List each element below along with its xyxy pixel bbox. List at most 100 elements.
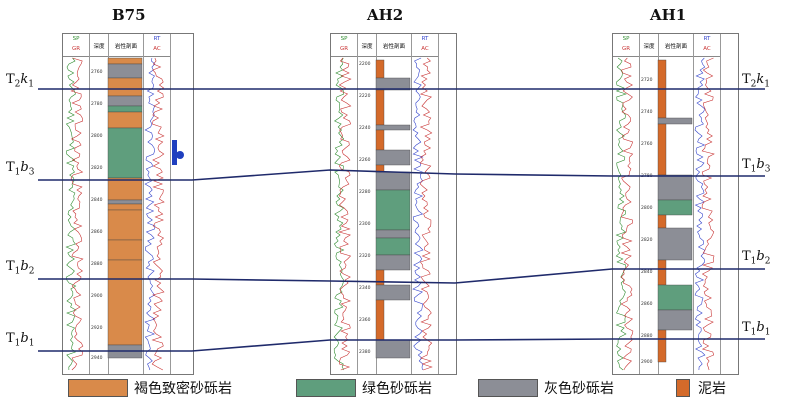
lithology-bed [107, 95, 143, 107]
lithology-bed [375, 189, 411, 231]
lithology-bed [107, 63, 143, 79]
horizon-label-t1b2-left: T1b2 [6, 259, 35, 277]
lithology-bed [375, 129, 385, 151]
depth-tick: 2840 [641, 270, 653, 275]
lithology-bed [375, 77, 411, 91]
lithology-header: 岩性剖面 [664, 44, 687, 50]
horizon-line [38, 169, 765, 181]
sp-curve [615, 57, 627, 371]
gr-curve [620, 57, 634, 371]
lithology-bed [375, 149, 411, 166]
ac-curve [419, 57, 433, 371]
gr-label: GR [621, 46, 631, 52]
horizon-line [38, 338, 765, 352]
sp-label: SP [622, 36, 630, 42]
legend-label: 褐色致密砂砾岩 [134, 381, 232, 397]
ac-curve [151, 57, 165, 371]
gr-label: GR [71, 46, 81, 52]
lithology-bed [657, 259, 667, 286]
depth-tick: 2220 [359, 94, 371, 99]
marker-dot [176, 151, 184, 159]
depth-tick: 2820 [641, 238, 653, 243]
lithology-bed [107, 203, 143, 211]
lithology-bed [375, 284, 411, 301]
depth-tick: 2380 [359, 350, 371, 355]
lithology-bed [657, 214, 667, 229]
lithology-bed [657, 284, 693, 311]
depth-tick: 2840 [91, 198, 103, 203]
lithology-bed [375, 237, 411, 256]
lithology-bed [657, 174, 693, 201]
horizon-line [38, 268, 765, 284]
sp-curve [333, 57, 345, 371]
lithology-track: 岩性剖面 [377, 34, 412, 374]
rt-curve [412, 57, 424, 371]
lithology-track: 岩性剖面 [659, 34, 694, 374]
depth-tick: 2260 [359, 158, 371, 163]
lithology-header: 岩性剖面 [382, 44, 405, 50]
ac-curve [701, 57, 715, 371]
lithology-header: 岩性剖面 [114, 44, 137, 50]
legend-item-brown-tight-conglomerate: 褐色致密砂砾岩 [68, 377, 278, 397]
lithology-bed [375, 269, 385, 286]
lithology-bed [657, 309, 693, 331]
legend-label: 绿色砂砾岩 [362, 381, 432, 397]
depth-tick: 2200 [359, 62, 371, 67]
depth-tick: 2820 [91, 166, 103, 171]
legend-label: 泥岩 [698, 381, 726, 397]
sp-curve [65, 57, 77, 371]
depth-tick: 2880 [641, 334, 653, 339]
legend-item-green-conglomerate: 绿色砂砾岩 [296, 377, 446, 397]
rt-curve [694, 57, 706, 371]
lithology-bed [375, 89, 385, 126]
gr-curve [337, 57, 352, 371]
lithology-bed [107, 127, 143, 179]
depth-tick: 2760 [91, 70, 103, 75]
depth-tick: 2300 [359, 222, 371, 227]
legend-swatch [68, 379, 128, 397]
depth-tick: 2320 [359, 254, 371, 259]
sp-label: SP [340, 36, 348, 42]
sp-label: SP [72, 36, 80, 42]
lithology-bed [107, 77, 143, 97]
lithology-bed [657, 123, 667, 176]
horizon-label-t1b3-left: T1b3 [6, 160, 35, 178]
depth-header: 深度 [93, 44, 105, 50]
lithology-bed [375, 299, 385, 341]
lithology-bed [657, 227, 693, 261]
lithology-bed [375, 124, 411, 131]
lithology-bed [657, 329, 667, 363]
legend-swatch [676, 379, 690, 397]
lithology-bed [657, 199, 693, 216]
well-title-ah1: AH1 [650, 6, 687, 24]
horizon-label-t1b3-right: T1b3 [742, 157, 771, 175]
legend-label: 灰色砂砾岩 [544, 381, 614, 397]
depth-tick: 2740 [641, 110, 653, 115]
rt-label: RT [153, 36, 161, 42]
depth-tick: 2860 [91, 230, 103, 235]
lithology-bed [107, 111, 143, 129]
gr-label: GR [339, 46, 349, 52]
rt-label: RT [421, 36, 429, 42]
lithology-bed [657, 117, 693, 125]
depth-tick: 2920 [91, 326, 103, 331]
lithology-bed [375, 171, 411, 191]
lithology-bed [107, 209, 143, 241]
lithology-bed [107, 57, 143, 65]
legend-swatch [478, 379, 538, 397]
depth-tick: 2900 [91, 294, 103, 299]
lithology-bed [107, 105, 143, 113]
depth-tick: 2780 [91, 102, 103, 107]
horizon-label-t1b1-right: T1b1 [742, 320, 771, 338]
gr-curve [70, 57, 84, 371]
marker-bar [172, 140, 177, 165]
legend-item-mudstone: 泥岩 [676, 377, 766, 397]
depth-tick: 2760 [641, 142, 653, 147]
lithology-bed [107, 177, 143, 201]
depth-tick: 2280 [359, 190, 371, 195]
legend-swatch [296, 379, 356, 397]
lithology-bed [107, 199, 143, 205]
